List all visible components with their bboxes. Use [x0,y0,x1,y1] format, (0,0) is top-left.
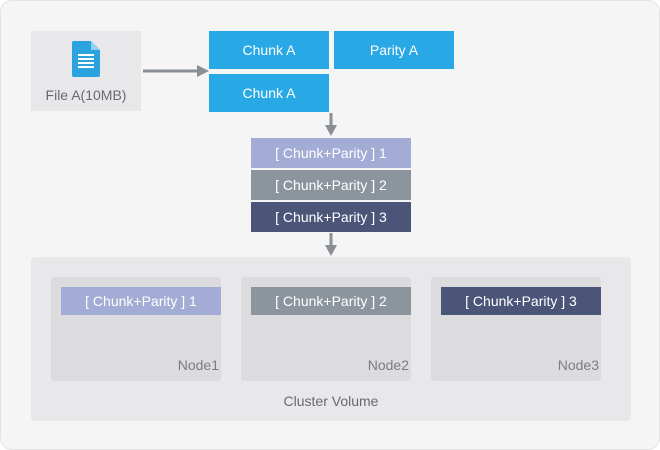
parity-a-box: Parity A [334,31,454,69]
arrow-down-icon [325,233,337,256]
node-1-chunk: [ Chunk+Parity ] 1 [61,287,221,315]
chunk-a-second-box: Chunk A [209,74,329,112]
cluster-volume-label: Cluster Volume [283,393,379,409]
node-3-chunk: [ Chunk+Parity ] 3 [441,287,601,315]
chunk-a-box: Chunk A [209,31,329,69]
chunk-parity-2-bar: [ Chunk+Parity ] 2 [251,170,411,200]
node-2-label: Node2 [367,357,409,373]
chunk-parity-3-bar: [ Chunk+Parity ] 3 [251,202,411,232]
chunk-parity-1-bar: [ Chunk+Parity ] 1 [251,138,411,168]
arrow-right-icon [143,65,209,77]
node-2-chunk: [ Chunk+Parity ] 2 [251,287,411,315]
node-3-label: Node3 [557,357,599,373]
document-icon [72,41,100,77]
node-1-label: Node1 [177,357,219,373]
arrow-down-icon [325,113,337,136]
file-label: File A(10MB) [45,87,127,103]
